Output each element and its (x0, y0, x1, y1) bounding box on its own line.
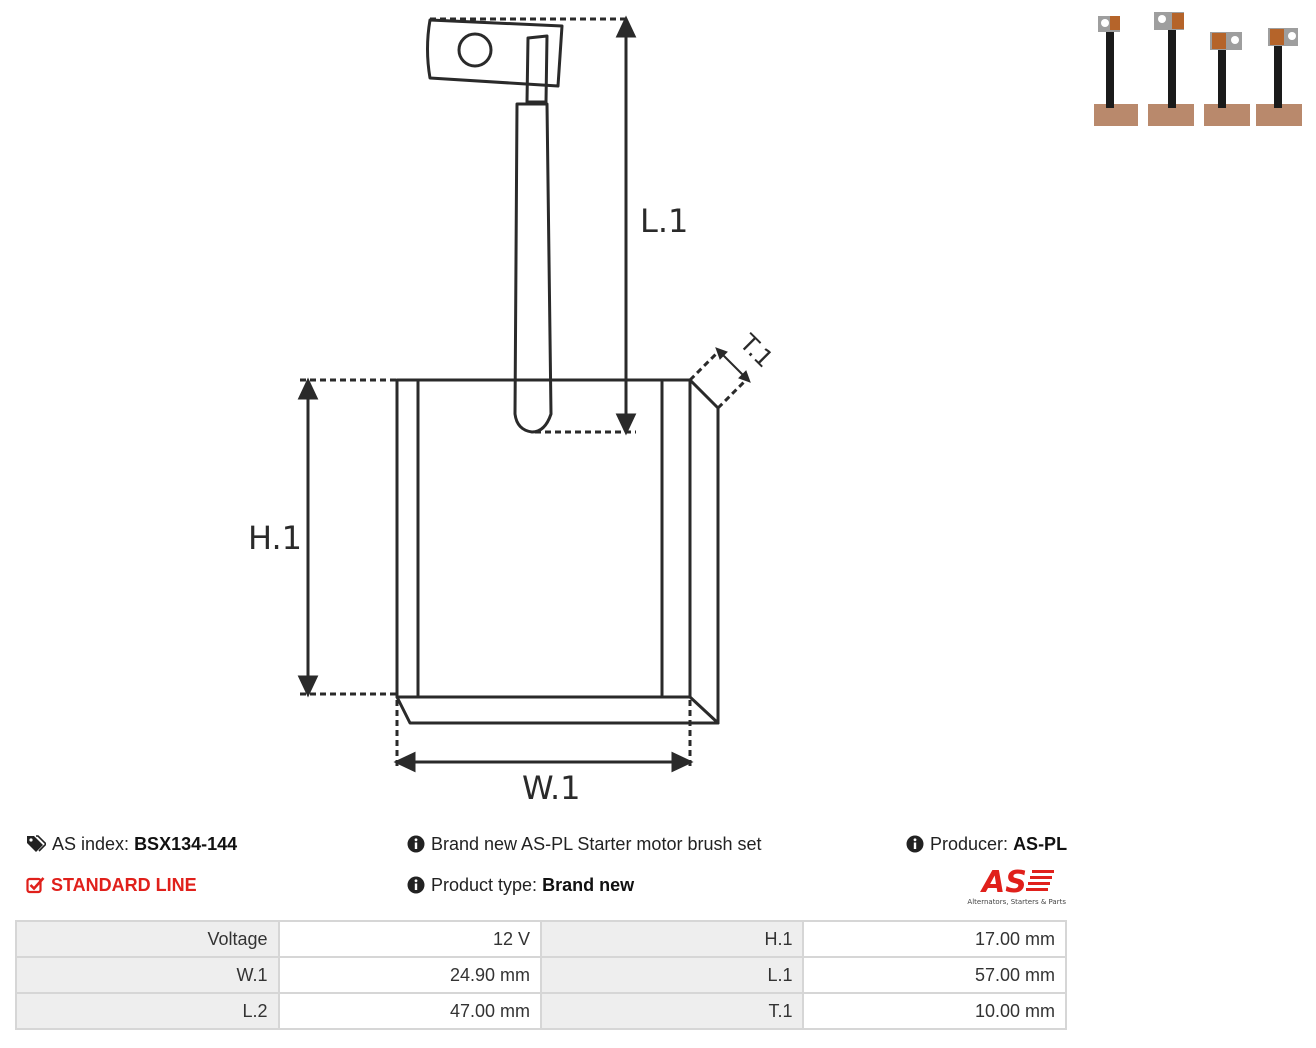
brush-body-side (688, 378, 720, 725)
brush-photo-4 (1256, 28, 1302, 126)
tags-icon (26, 835, 48, 858)
producer-label: Producer: (930, 834, 1009, 854)
producer: Producer: AS-PL (906, 833, 1067, 858)
brush-photo-1 (1094, 16, 1138, 126)
spec-value: 17.00 mm (802, 920, 1067, 958)
producer-value: AS-PL (1013, 834, 1068, 854)
spec-label: W.1 (15, 956, 280, 994)
info-circle-icon (906, 835, 924, 858)
brush-photo-3 (1204, 32, 1250, 126)
brush-photo-2 (1148, 12, 1194, 126)
label-l1: L.1 (640, 202, 688, 240)
spec-label: T.1 (540, 992, 805, 1030)
logo-tagline: Alternators, Starters & Parts (967, 898, 1066, 906)
brush-technical-drawing: L.1 H.1 W.1 T.1 (248, 15, 779, 807)
dimension-line-t1 (719, 351, 747, 379)
label-h1: H.1 (248, 519, 302, 557)
table-row: W.1 24.90 mm L.1 57.00 mm (15, 956, 1067, 994)
as-index: AS index: BSX134-144 (26, 833, 237, 858)
check-square-icon (26, 876, 45, 899)
product-description: Brand new AS-PL Starter motor brush set (407, 833, 762, 858)
spec-label: Voltage (15, 920, 280, 958)
spec-label: H.1 (540, 920, 805, 958)
product-type-value: Brand new (542, 875, 635, 895)
logo-mark: AS (980, 865, 1027, 900)
table-row: Voltage 12 V H.1 17.00 mm (15, 920, 1067, 958)
as-pl-logo: AS Alternators, Starters & Parts (967, 865, 1066, 906)
lead-wire (513, 102, 553, 434)
as-index-value: BSX134-144 (134, 834, 238, 854)
spec-value: 57.00 mm (802, 956, 1067, 994)
standard-line-label: STANDARD LINE (51, 875, 197, 895)
info-circle-icon (407, 835, 425, 858)
info-circle-icon (407, 876, 425, 899)
label-t1: T.1 (734, 328, 779, 373)
brush-body-bottom (395, 695, 720, 725)
specifications-table: Voltage 12 V H.1 17.00 mm W.1 24.90 mm L… (15, 920, 1067, 1030)
lug-hole (457, 32, 493, 68)
standard-line-badge: STANDARD LINE (26, 874, 197, 899)
label-w1: W.1 (522, 769, 581, 807)
terminal-lug (426, 18, 564, 88)
product-photo[interactable] (1090, 8, 1306, 128)
spec-label: L.1 (540, 956, 805, 994)
table-row: L.2 47.00 mm T.1 10.00 mm (15, 992, 1067, 1030)
spec-label: L.2 (15, 992, 280, 1030)
spec-value: 47.00 mm (277, 992, 543, 1030)
connector-strip (525, 34, 549, 104)
product-type-label: Product type: (431, 875, 538, 895)
spec-value: 12 V (277, 920, 543, 958)
spec-value: 10.00 mm (802, 992, 1067, 1030)
product-type: Product type: Brand new (407, 874, 634, 899)
spec-value: 24.90 mm (277, 956, 543, 994)
as-index-label: AS index: (52, 834, 130, 854)
description-text: Brand new AS-PL Starter motor brush set (431, 834, 762, 854)
